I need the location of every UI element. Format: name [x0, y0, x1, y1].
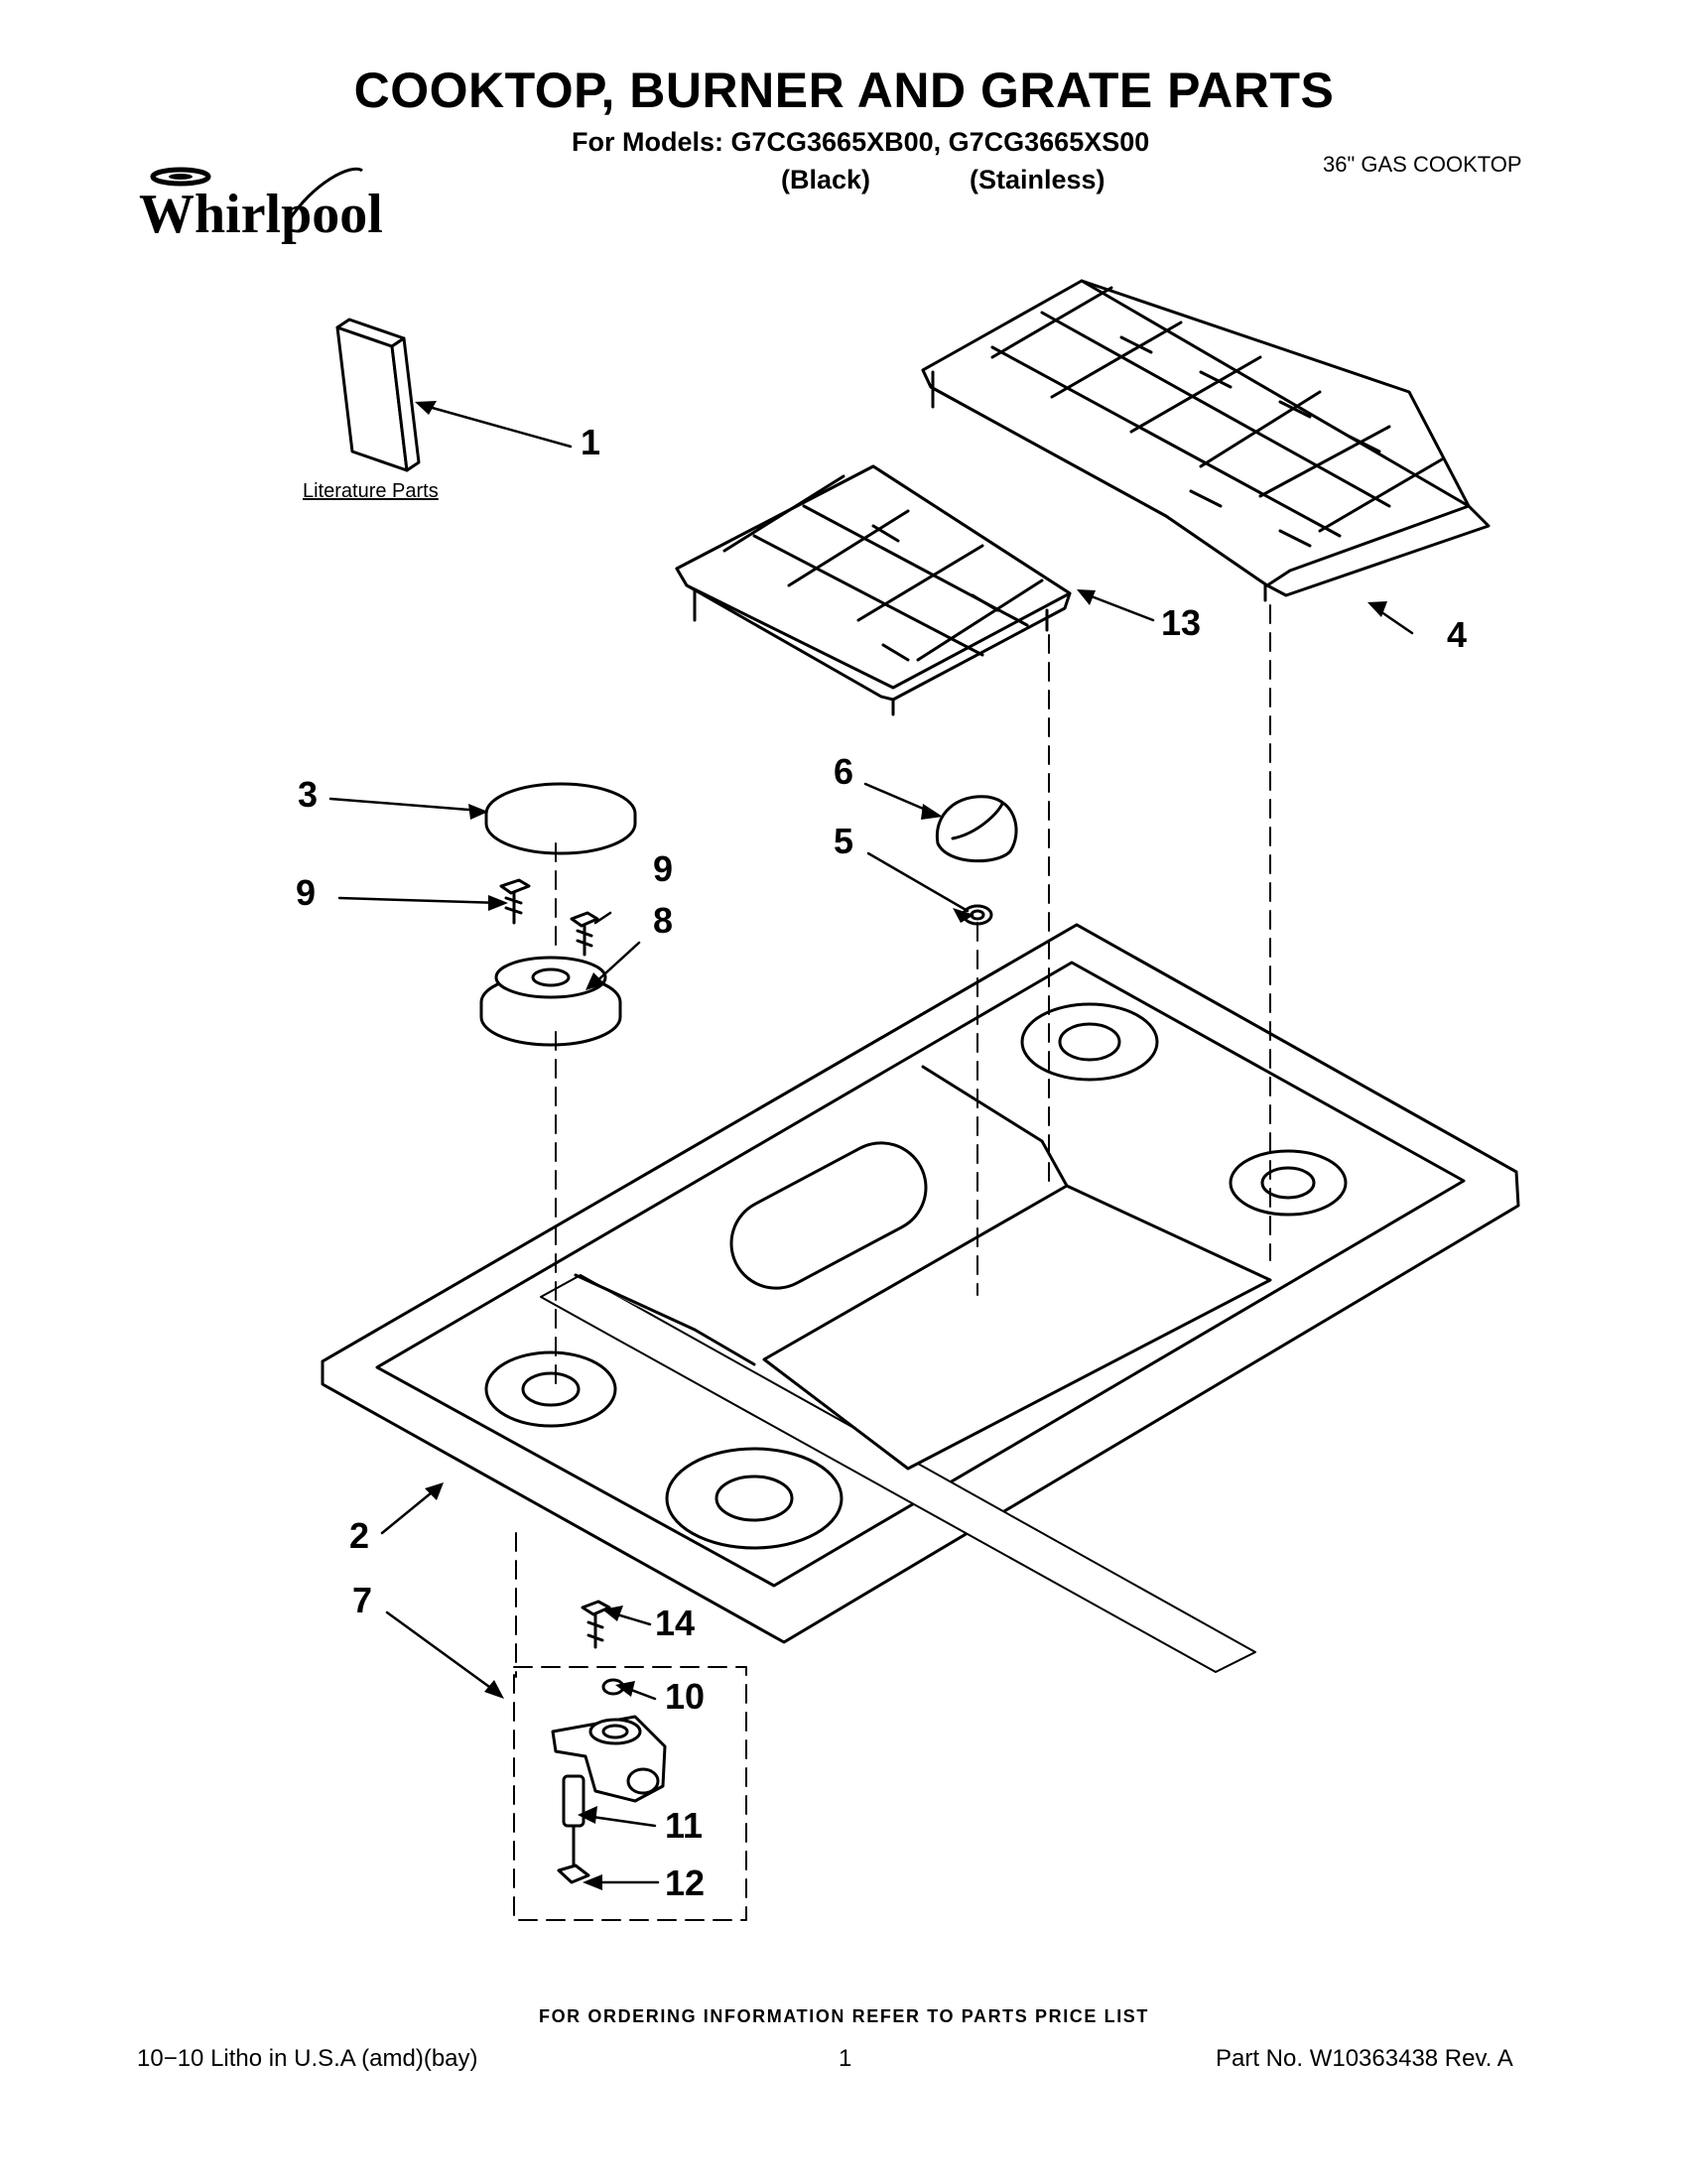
page-title: COOKTOP, BURNER AND GRATE PARTS [353, 63, 1335, 118]
cooktop-body [321, 923, 1520, 1673]
part-number: Part No. W10363438 Rev. A [1216, 2045, 1513, 2072]
burner-base [479, 956, 622, 1047]
callout-7: 7 [352, 1580, 372, 1620]
callout-11: 11 [665, 1805, 703, 1846]
callout-13: 13 [1161, 602, 1201, 643]
callout-4: 4 [1447, 614, 1467, 655]
burner-cap [484, 782, 637, 855]
whirlpool-logo: Whirlpool [139, 167, 383, 245]
callout-14: 14 [655, 1603, 695, 1643]
callout-3: 3 [298, 774, 318, 815]
callout-6: 6 [834, 751, 853, 792]
svg-text:Whirlpool: Whirlpool [139, 184, 383, 245]
control-knob [935, 795, 1018, 863]
page-number: 1 [839, 2045, 852, 2072]
callout-10: 10 [665, 1676, 705, 1717]
screw-left [499, 878, 531, 925]
callout-labels: 1 2 3 4 5 6 7 8 9 9 10 11 12 13 14 [296, 422, 1467, 1903]
large-grate [921, 279, 1491, 602]
ordering-note: FOR ORDERING INFORMATION REFER TO PARTS … [538, 2006, 1149, 2026]
callout-1: 1 [581, 422, 600, 462]
product-type: 36" GAS COOKTOP [1323, 152, 1522, 177]
callout-8: 8 [653, 900, 673, 941]
callout-2: 2 [349, 1515, 369, 1556]
models-line: For Models: G7CG3665XB00, G7CG3665XS00 [572, 127, 1150, 157]
callout-9-left: 9 [296, 872, 316, 913]
callout-5: 5 [834, 821, 853, 861]
small-grate [675, 464, 1072, 716]
callout-9-right: 9 [653, 848, 673, 889]
variant-stainless: (Stainless) [970, 165, 1105, 194]
literature-booklet [335, 318, 421, 472]
leader-lines [328, 403, 1414, 1884]
litho-line: 10−10 Litho in U.S.A (amd)(bay) [137, 2045, 478, 2072]
callout-12: 12 [665, 1863, 705, 1903]
screw-right [570, 911, 599, 957]
literature-parts-label: Literature Parts [303, 480, 439, 502]
variant-black: (Black) [781, 165, 871, 194]
igniter-assembly [551, 1600, 667, 1884]
